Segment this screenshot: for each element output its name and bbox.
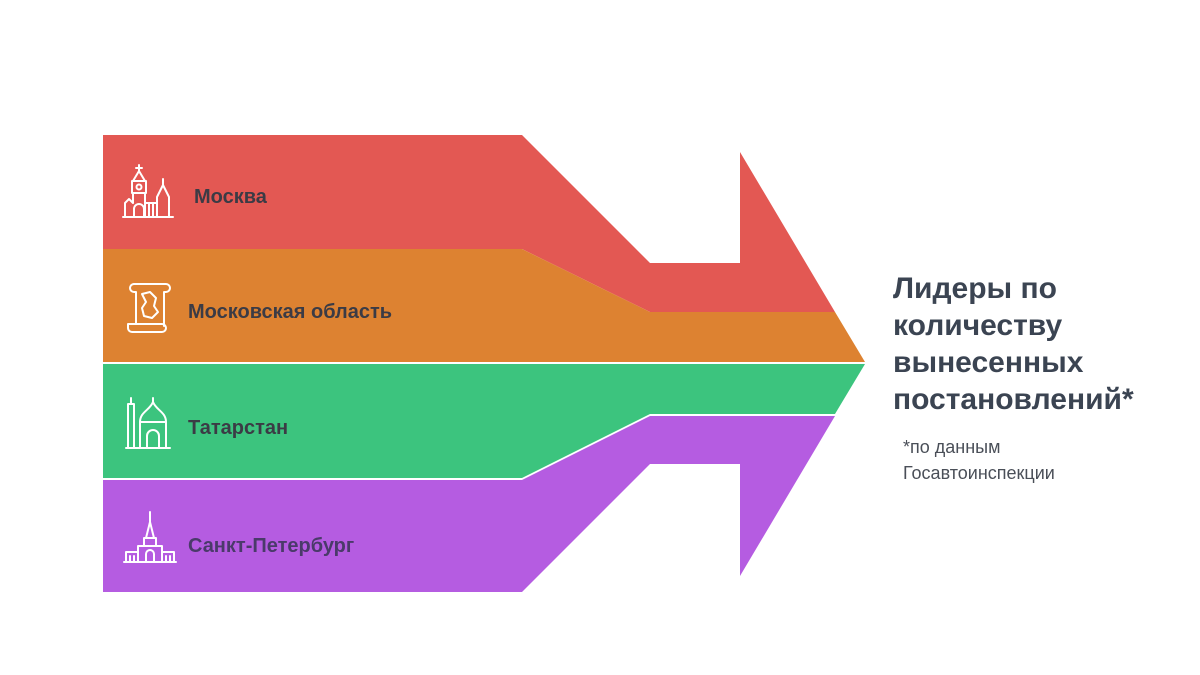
mosque-icon (125, 397, 171, 449)
label-moscow: Москва (194, 186, 268, 208)
footnote-line: Госавтоинспекции (903, 463, 1055, 483)
label-tatarstan: Татарстан (188, 417, 288, 439)
footnote-line: *по данным (903, 437, 1001, 457)
band-tatarstan (103, 364, 865, 478)
headline-line: вынесенных (893, 346, 1084, 379)
headline: Лидеры по количеству вынесенных постанов… (893, 270, 1183, 418)
admiralty-spire-icon (123, 511, 177, 563)
label-moscow-oblast: Московская область (188, 301, 392, 323)
footnote: *по данным Госавтоинспекции (903, 434, 1183, 486)
label-spb: Санкт-Петербург (188, 535, 354, 557)
band-moscow (103, 135, 835, 312)
headline-line: количеству (893, 309, 1063, 342)
headline-line: Лидеры по (893, 272, 1057, 305)
band-moscow-oblast (103, 249, 865, 362)
headline-line: постановлений* (893, 383, 1134, 416)
kremlin-icon (122, 164, 174, 218)
band-spb (103, 416, 835, 592)
map-scroll-icon (127, 283, 171, 333)
